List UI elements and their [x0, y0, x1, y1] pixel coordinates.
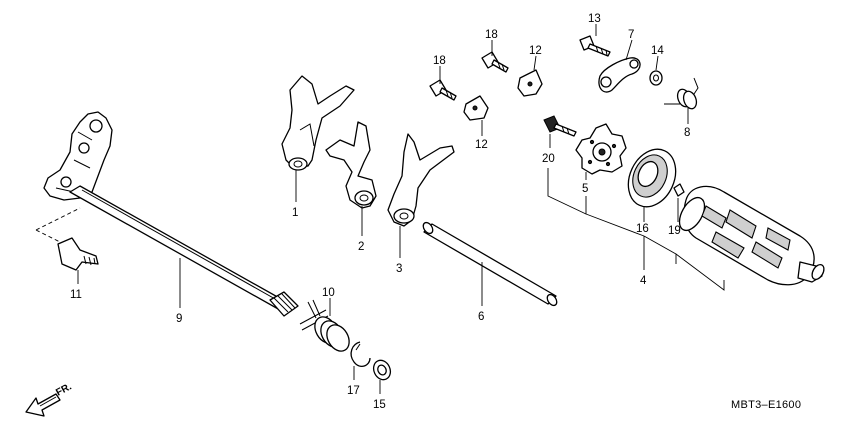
label-8: 8: [684, 127, 690, 139]
label-12-lower: 12: [475, 139, 488, 151]
diagram-code: MBT3–E1600: [731, 399, 801, 411]
label-3: 3: [396, 263, 402, 275]
label-7: 7: [628, 29, 634, 41]
label-20: 20: [542, 153, 555, 165]
label-4: 4: [640, 275, 647, 287]
bolt-18-left: [429, 79, 457, 101]
gearshift-spindle-assembly: [35, 111, 299, 317]
label-9: 9: [176, 313, 182, 325]
return-spring-10: [299, 299, 350, 352]
label-18-right: 18: [485, 29, 498, 41]
bolt-18-right: [481, 51, 509, 73]
label-5: 5: [582, 183, 588, 195]
stopper-arm-7: [598, 57, 641, 93]
shift-drum: [678, 185, 825, 286]
label-19: 19: [668, 225, 681, 237]
label-6: 6: [478, 311, 484, 323]
label-2: 2: [358, 241, 364, 253]
label-16: 16: [636, 223, 649, 235]
collar-14: [649, 70, 663, 86]
fr-indicator: FR.: [25, 381, 74, 417]
stopper-spring-8: [664, 77, 699, 110]
plate-12-upper: [517, 69, 543, 97]
part-labels: 1 2 3 4 5 6 7 8 9 10 11 12 12 13 14 15 1…: [70, 13, 690, 411]
plate-12-lower: [463, 95, 489, 121]
label-10: 10: [322, 287, 335, 299]
label-13: 13: [588, 13, 601, 25]
bolt-13: [579, 35, 611, 57]
label-11: 11: [70, 289, 82, 301]
fr-arrow-icon: [25, 393, 61, 417]
label-14: 14: [651, 45, 664, 57]
shift-fork-2: [325, 121, 377, 209]
label-1: 1: [292, 207, 298, 219]
label-17: 17: [347, 385, 360, 397]
fork-shaft-6: [422, 221, 558, 307]
shift-drum-center-5: [575, 123, 627, 175]
stud-bolt-11: [57, 237, 99, 271]
label-12-upper: 12: [529, 45, 542, 57]
leader-lines: [77, 24, 725, 394]
washer-15: [372, 359, 392, 381]
shift-fork-3: [387, 133, 455, 227]
circlip-17: [350, 341, 371, 368]
shift-fork-1: [281, 75, 355, 171]
label-18-left: 18: [433, 55, 446, 67]
bolt-20: [543, 115, 577, 137]
pin-19: [673, 183, 685, 197]
label-15: 15: [373, 399, 386, 411]
bearing-16: [627, 148, 677, 208]
fr-label: FR.: [54, 381, 74, 398]
